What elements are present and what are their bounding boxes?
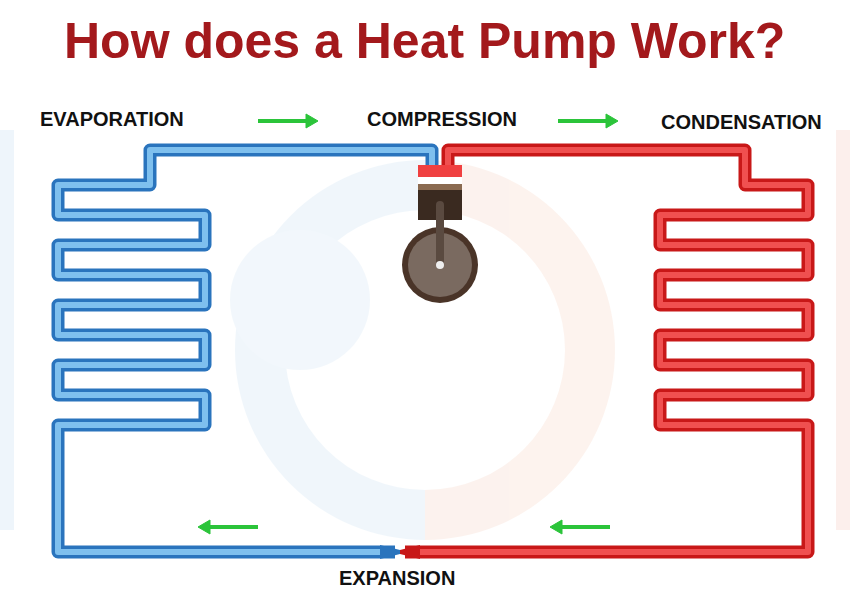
diagram-title: How does a Heat Pump Work? xyxy=(64,12,785,70)
expansion-valve xyxy=(380,545,400,559)
stage-label: EVAPORATION xyxy=(40,108,184,131)
stage-label: COMPRESSION xyxy=(367,108,517,131)
compressor xyxy=(402,165,478,303)
stage-label: EXPANSION xyxy=(339,567,455,590)
condenser-coil xyxy=(405,150,808,552)
stage-label: CONDENSATION xyxy=(661,111,822,134)
expansion-valve xyxy=(400,545,420,559)
evaporator-coil xyxy=(58,150,432,552)
flow-arrows xyxy=(198,114,618,534)
